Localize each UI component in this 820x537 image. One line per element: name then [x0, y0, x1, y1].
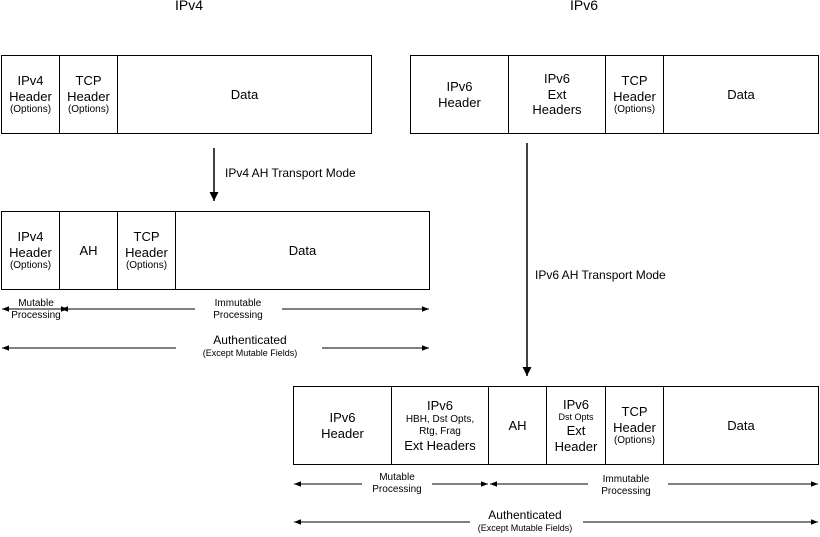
authenticated-note: (Except Mutable Fields) [202, 347, 298, 358]
ipv4-header-line1: IPv4 [17, 72, 44, 88]
mutable-line2: Processing [372, 483, 422, 495]
authenticated-note: (Except Mutable Fields) [477, 522, 573, 533]
tcp-header-line1: TCP [133, 228, 160, 244]
data-label: Data [727, 86, 755, 102]
mutable-line1: Mutable [18, 298, 54, 309]
data-field: Data [663, 55, 819, 134]
data-field: Data [175, 211, 430, 290]
dst-opts-line4: Header [554, 438, 598, 454]
tcp-header-field: TCP Header (Options) [605, 55, 664, 134]
ipv4-header-options: (Options) [9, 104, 52, 116]
tcp-header-field: TCP Header (Options) [59, 55, 118, 134]
data-label: Data [727, 417, 755, 433]
tcp-header-line2: Header [67, 88, 110, 104]
ipv6-header-line1: IPv6 [446, 78, 473, 94]
ext-headers-line4: Ext Headers [404, 437, 476, 453]
immutable-line1: Immutable [214, 298, 262, 309]
tcp-header-line1: TCP [75, 72, 102, 88]
immutable-processing-label: Immutable Processing [195, 298, 281, 321]
ipv6-header-line2: Header [438, 94, 481, 110]
authenticated-title: Authenticated [488, 508, 562, 522]
dst-opts-line3: Ext [566, 423, 586, 439]
ipv4-header-line1: IPv4 [17, 228, 44, 244]
authenticated-label: Authenticated (Except Mutable Fields) [460, 508, 590, 533]
ipv6-header-line2: Header [321, 425, 364, 441]
tcp-header-line2: Header [613, 419, 656, 435]
tcp-header-line1: TCP [621, 72, 648, 88]
mutable-line2: Processing [11, 309, 61, 321]
mutable-processing-label: Mutable Processing [4, 298, 68, 321]
ext-headers-line3: Headers [532, 102, 582, 118]
ipv6-header-field: IPv6 Header [293, 386, 392, 465]
authenticated-title: Authenticated [213, 333, 287, 347]
immutable-line2: Processing [213, 309, 263, 321]
ipv4-title: IPv4 [175, 0, 204, 13]
immutable-line1: Immutable [602, 474, 650, 485]
tcp-header-options: (Options) [613, 435, 656, 447]
ipv4-mode-label: IPv4 AH Transport Mode [225, 166, 356, 180]
ipv4-header-line2: Header [9, 88, 52, 104]
tcp-header-field: TCP Header (Options) [117, 211, 176, 290]
ext-headers-line1: IPv6 [426, 397, 453, 413]
ipv4-header-line2: Header [9, 244, 52, 260]
ah-label: AH [79, 242, 98, 258]
dst-opts-line1: IPv6 [562, 396, 589, 412]
ipv4-header-options: (Options) [9, 260, 52, 272]
ext-headers-line2: Ext [547, 86, 567, 102]
ext-headers-line1: IPv6 [543, 71, 570, 87]
ipv6-title: IPv6 [570, 0, 599, 13]
ipv6-mode-label: IPv6 AH Transport Mode [535, 268, 666, 282]
ext-headers-line3: Rtg, Frag [419, 425, 461, 437]
tcp-header-line1: TCP [621, 403, 648, 419]
data-label: Data [230, 86, 259, 102]
dst-opts-line2: Dst Opts [558, 412, 594, 423]
tcp-header-options: (Options) [125, 260, 168, 272]
tcp-header-options: (Options) [613, 104, 656, 116]
tcp-header-options: (Options) [67, 104, 110, 116]
immutable-processing-label: Immutable Processing [583, 474, 669, 497]
immutable-line2: Processing [601, 485, 651, 497]
ext-headers-line2: HBH, Dst Opts, [405, 413, 475, 425]
ipv6-header-line1: IPv6 [329, 409, 356, 425]
mutable-processing-label: Mutable Processing [355, 472, 439, 495]
data-label: Data [288, 242, 317, 258]
ah-label: AH [508, 417, 527, 433]
authenticated-label: Authenticated (Except Mutable Fields) [170, 333, 330, 358]
data-field: Data [117, 55, 372, 134]
data-field: Data [663, 386, 819, 465]
dst-opts-ext-header-field: IPv6 Dst Opts Ext Header [546, 386, 606, 465]
mutable-line1: Mutable [379, 472, 415, 483]
tcp-header-line2: Header [125, 244, 168, 260]
tcp-header-line2: Header [613, 88, 656, 104]
